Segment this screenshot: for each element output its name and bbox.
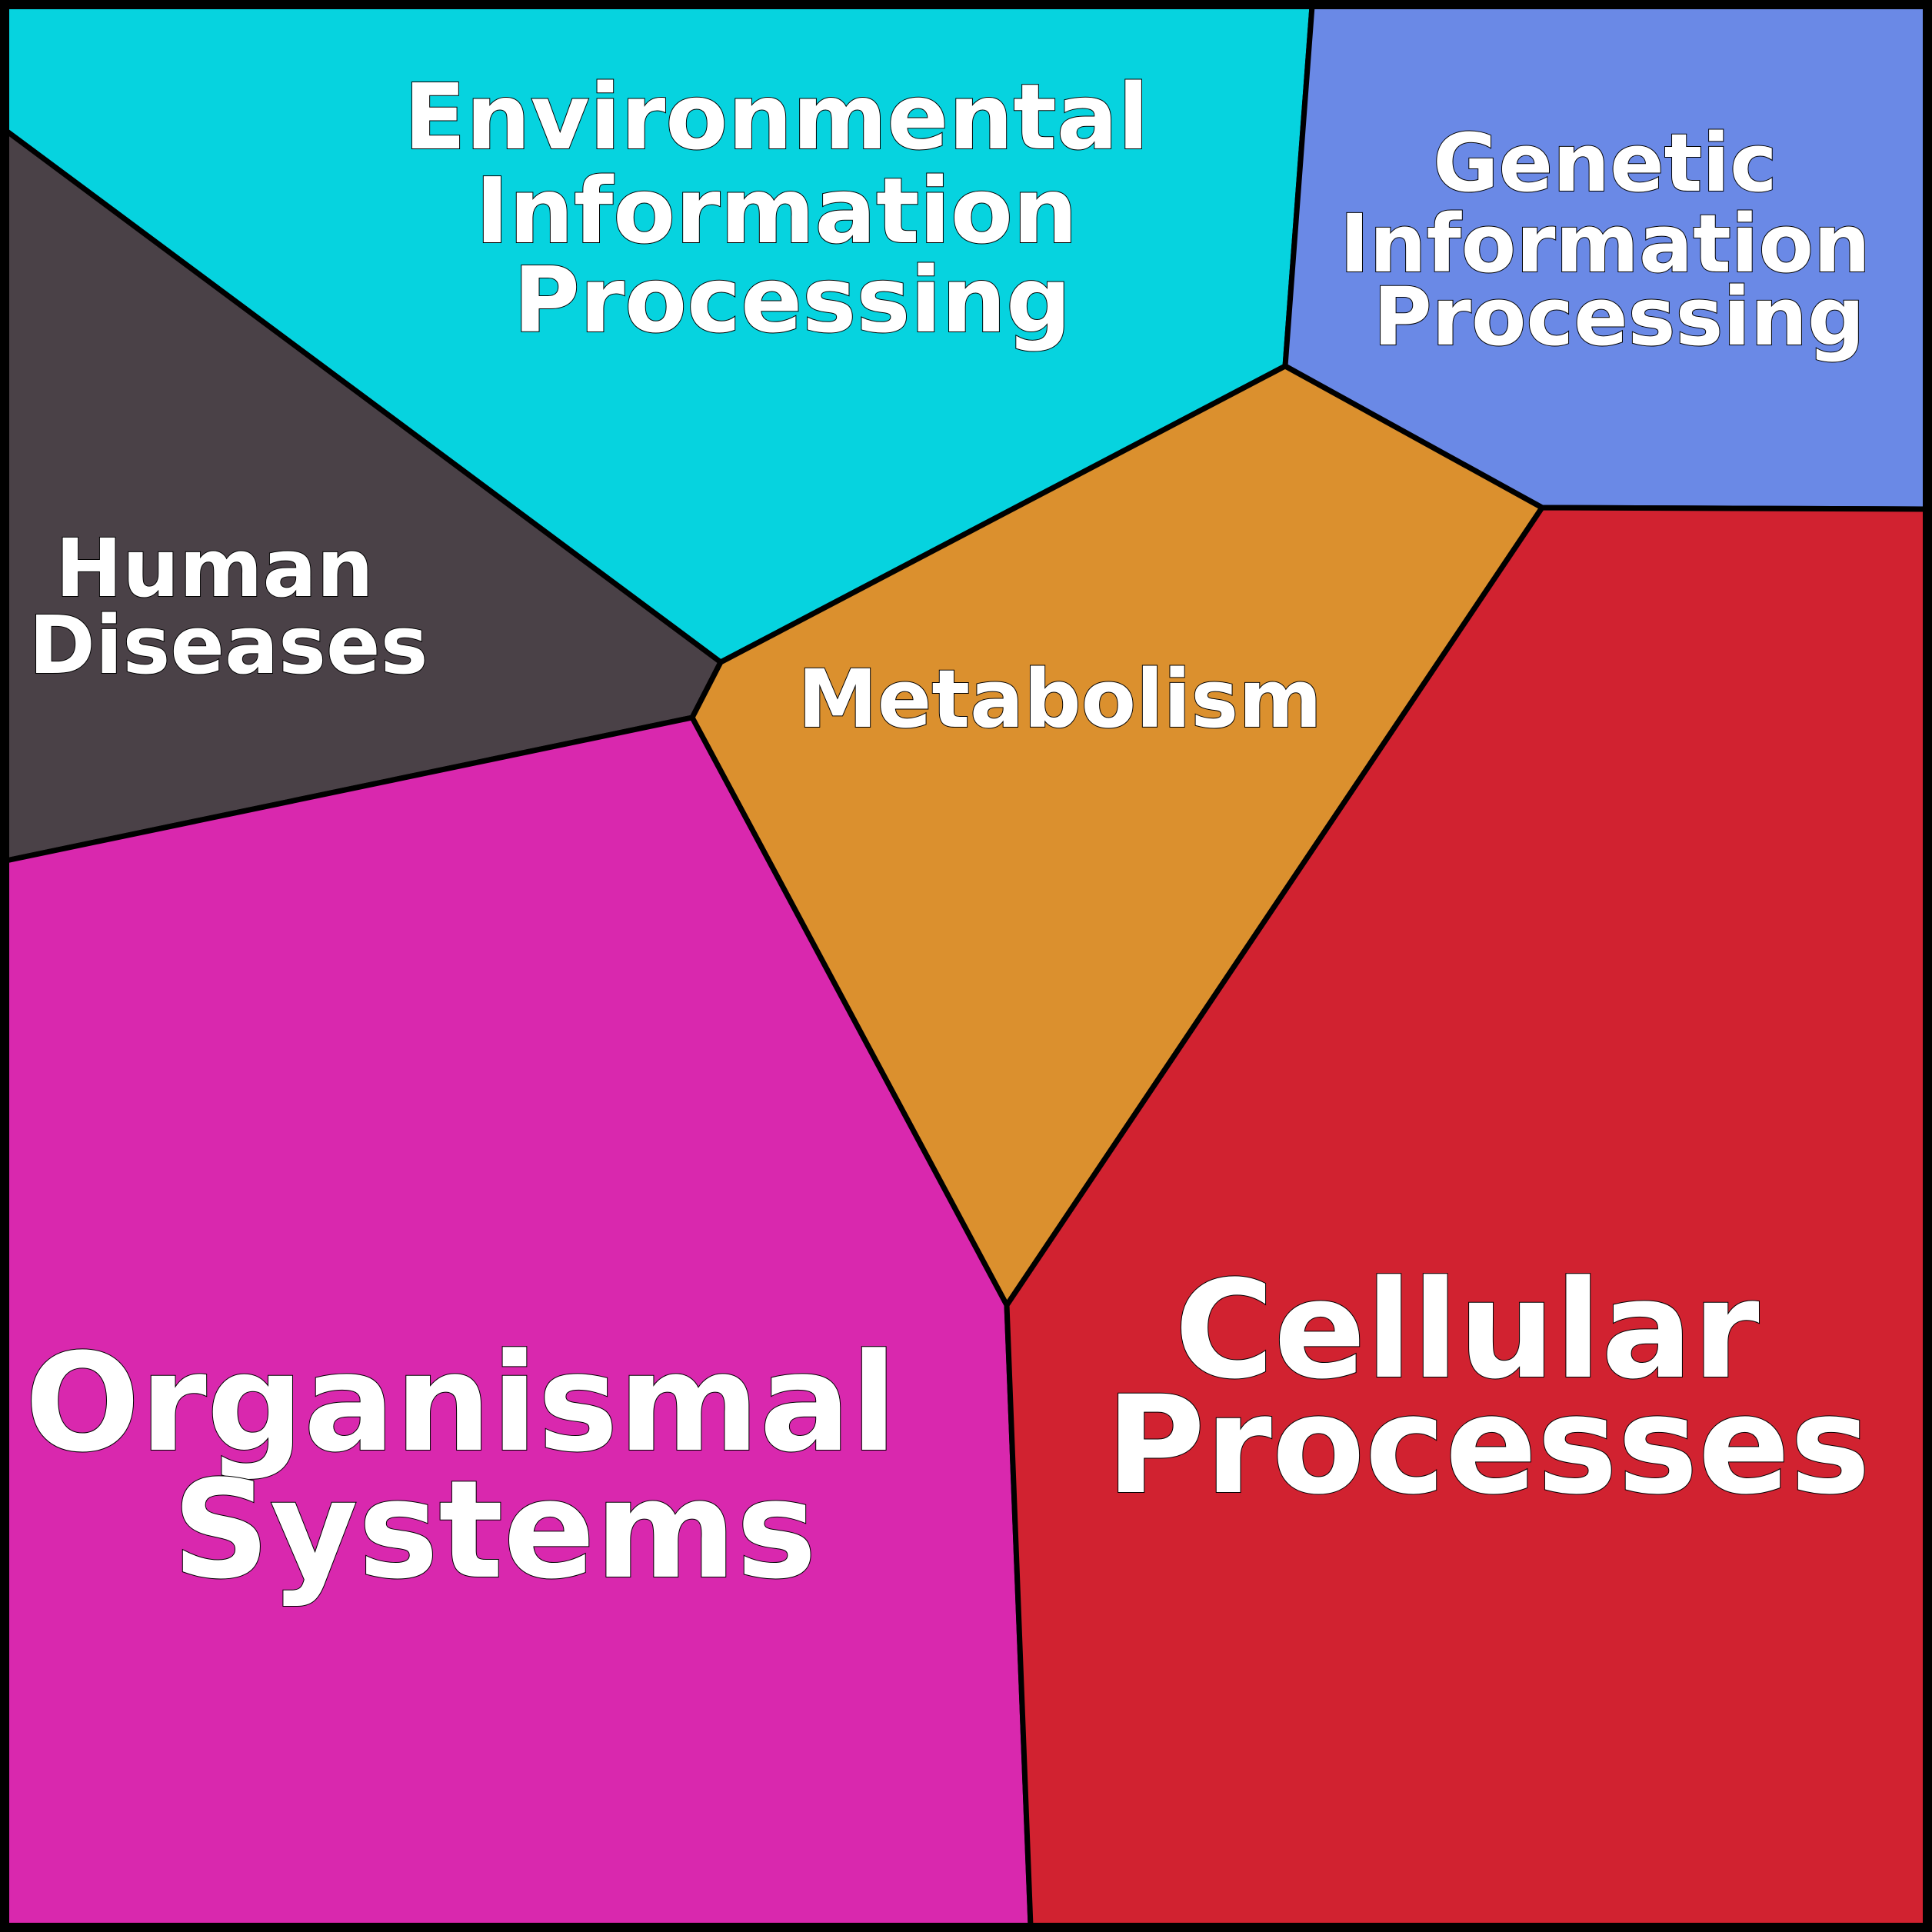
genetic-label: Genetic Information Processing bbox=[1340, 116, 1898, 364]
organismal-systems-label: Organismal Systems bbox=[25, 1324, 944, 1609]
cellular-processes-label: Cellular Processes bbox=[1106, 1251, 1870, 1524]
metabolism-label: Metabolism bbox=[798, 652, 1321, 746]
environmental-label: Environmental Information Processing bbox=[404, 64, 1181, 353]
human-diseases-label: Human Diseases bbox=[29, 521, 428, 692]
